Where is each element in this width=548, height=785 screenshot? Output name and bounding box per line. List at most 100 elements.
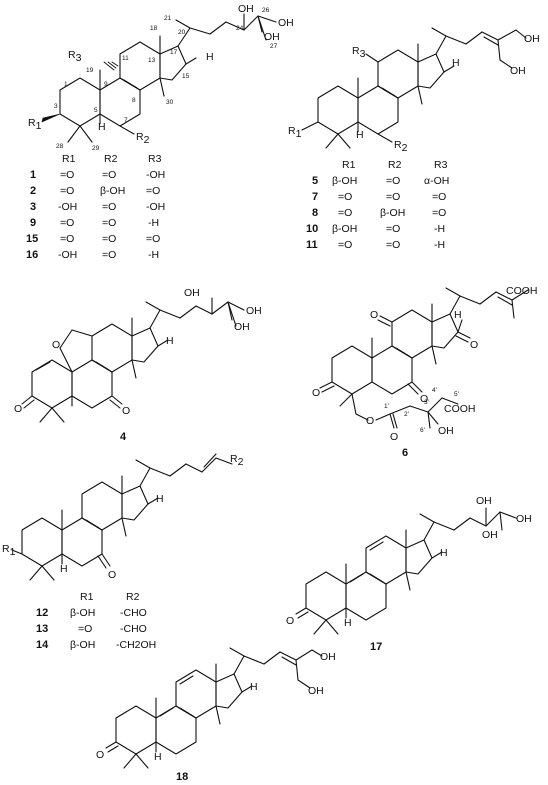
- compound-id: 16: [26, 249, 38, 261]
- substituent-table-top-left: R1 R2 R3 1 =O =O -OH 2 =O β-OH =O 3 -OH …: [26, 153, 165, 261]
- table-cell: =O: [60, 217, 74, 229]
- table-cell: =O: [146, 185, 160, 197]
- table-cell: β-OH: [380, 207, 405, 219]
- substituent-table-mid-left: R1 R2 12 β-OH -CHO 13 =O -CHO 14 β-OH -C…: [36, 591, 156, 651]
- oh-label: OH: [476, 495, 492, 507]
- atom-number: 20: [178, 29, 186, 36]
- compound-id: 4: [120, 431, 127, 443]
- table-cell: =O: [60, 169, 74, 181]
- atom-number: 5': [454, 391, 459, 398]
- h-label: H: [344, 617, 352, 629]
- atom-number: 21: [164, 15, 172, 22]
- compound-id: 3: [30, 201, 36, 213]
- oh-label: OH: [510, 65, 526, 77]
- structure-top-left: H OH OH OH R3 R1 R2 H 1 3 5 7 8 9 11 13 …: [28, 3, 294, 152]
- table-cell: =O: [338, 191, 352, 203]
- r2-label: R2: [230, 453, 244, 468]
- table-cell: α-OH: [424, 175, 449, 187]
- compound-id: 14: [36, 639, 49, 651]
- atom-number: 19: [86, 67, 94, 74]
- atom-number: 26: [262, 7, 270, 14]
- r3-label: R3: [68, 49, 82, 64]
- table-cell: =O: [338, 239, 352, 251]
- oh-label: OH: [308, 685, 324, 697]
- oh-label: OH: [516, 513, 532, 525]
- table-cell: -OH: [146, 201, 165, 213]
- compound-id: 1: [30, 169, 36, 181]
- compound-id: 10: [306, 223, 318, 235]
- table-cell: =O: [102, 169, 116, 181]
- atom-number: 27: [270, 43, 278, 50]
- h-label: H: [440, 547, 448, 559]
- atom-number: 2': [404, 411, 409, 418]
- atom-number: 3: [54, 103, 58, 110]
- table-cell: -OH: [58, 249, 77, 261]
- table-header-r2: R2: [388, 159, 402, 171]
- atom-number: 18: [150, 25, 158, 32]
- table-cell: =O: [432, 191, 446, 203]
- oh-label: OH: [320, 651, 336, 663]
- r2-label: R2: [136, 131, 150, 146]
- o-label: O: [52, 339, 60, 351]
- table-cell: =O: [338, 207, 352, 219]
- o-label: O: [122, 405, 130, 417]
- compound-id: 18: [176, 771, 188, 783]
- atom-number: 15: [182, 73, 190, 80]
- h-label: H: [156, 493, 164, 505]
- oh-label: OH: [238, 3, 254, 15]
- table-header-r1: R1: [80, 591, 94, 603]
- table-header-r2: R2: [126, 591, 140, 603]
- oh-label: OH: [482, 529, 498, 541]
- structure-compound-4: O O O H OH OH OH 4: [14, 287, 262, 443]
- substituent-table-top-right: R1 R2 R3 5 β-OH =O α-OH 7 =O =O =O 8 =O …: [306, 159, 449, 251]
- atom-number: 9: [104, 81, 108, 88]
- compound-id: 5: [312, 175, 318, 187]
- cooh-label: COOH: [444, 403, 476, 415]
- table-header-r3: R3: [434, 159, 448, 171]
- table-cell: -H: [148, 249, 159, 261]
- table-cell: =O: [78, 623, 92, 635]
- table-cell: -H: [434, 239, 445, 251]
- table-cell: β-OH: [70, 639, 95, 651]
- table-cell: =O: [386, 191, 400, 203]
- table-cell: -H: [434, 223, 445, 235]
- table-header-r3: R3: [148, 153, 162, 165]
- compound-id: 2: [30, 185, 36, 197]
- table-cell: =O: [386, 223, 400, 235]
- atom-number: 24: [236, 25, 244, 32]
- oh-label: OH: [234, 321, 250, 333]
- cooh-label: COOH: [506, 285, 538, 297]
- structure-compound-6: H COOH O O O O O O COOH OH 1' 2' 3' 4' 5…: [312, 285, 538, 459]
- table-header-r2: R2: [104, 153, 118, 165]
- compound-id: 11: [306, 239, 318, 251]
- table-cell: -OH: [146, 169, 165, 181]
- atom-number: 1: [64, 81, 68, 88]
- atom-number: 11: [122, 55, 129, 62]
- table-cell: β-OH: [100, 185, 125, 197]
- h-label: H: [250, 681, 258, 693]
- table-cell: β-OH: [332, 223, 357, 235]
- table-cell: -CHO: [120, 607, 147, 619]
- oh-label: OH: [438, 425, 454, 437]
- o-label: O: [286, 615, 294, 627]
- h-label: H: [454, 309, 462, 321]
- compound-id: 15: [26, 233, 38, 245]
- table-header-r1: R1: [62, 153, 76, 165]
- atom-number: 5: [94, 107, 98, 114]
- compound-id: 12: [36, 607, 48, 619]
- h-label: H: [166, 335, 174, 347]
- r3-label: R3: [352, 45, 366, 60]
- h-label: H: [60, 563, 68, 575]
- compound-id: 17: [370, 641, 382, 653]
- o-label: O: [370, 309, 378, 321]
- table-header-r1: R1: [342, 159, 356, 171]
- structure-top-right: H OH OH R3 R1 R2 H: [288, 27, 540, 154]
- h-label: H: [206, 51, 214, 63]
- oh-label: OH: [524, 33, 540, 45]
- o-label: O: [96, 749, 104, 761]
- table-cell: -CHO: [120, 623, 147, 635]
- atom-number: 4': [432, 387, 437, 394]
- table-cell: =O: [60, 233, 74, 245]
- structure-compounds-12-14: R2 R1 O H H: [2, 453, 244, 581]
